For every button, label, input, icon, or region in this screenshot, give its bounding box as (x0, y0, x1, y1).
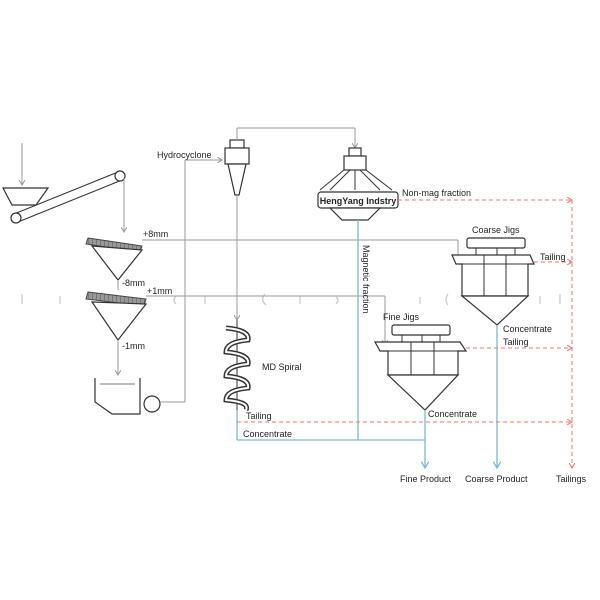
label-non-mag-fraction: Non-mag fraction (402, 188, 471, 198)
label-minus1mm: -1mm (122, 341, 145, 351)
label-coarse-concentrate: Concentrate (503, 324, 552, 334)
hydrocyclone (224, 127, 355, 320)
screen-8mm (85, 237, 458, 290)
label-md-spiral: MD Spiral (262, 362, 302, 372)
label-fine-jigs: Fine Jigs (383, 312, 420, 322)
label-fine-tailing: Tailing (503, 337, 529, 347)
label-spiral-tailing: Tailing (246, 411, 272, 421)
label-plus1mm: +1mm (147, 286, 172, 296)
label-coarse-product: Coarse Product (465, 474, 528, 484)
label-spiral-concentrate: Concentrate (243, 429, 292, 439)
label-fine-concentrate: Concentrate (428, 409, 477, 419)
label-coarse-jigs: Coarse Jigs (472, 225, 520, 235)
fine-jigs (373, 324, 468, 411)
label-tailings: Tailings (556, 474, 587, 484)
label-hydrocyclone: Hydrocyclone (157, 150, 212, 160)
screen-1mm (85, 291, 385, 375)
md-spiral (223, 320, 251, 412)
label-coarse-tailing: Tailing (540, 252, 566, 262)
feed-hopper (2, 143, 50, 206)
sump-pump (94, 160, 222, 415)
label-minus8mm: -8mm (122, 278, 145, 288)
label-plus8mm: +8mm (143, 229, 168, 239)
brand-label: HengYang Indstry (320, 196, 397, 206)
magnetic-separator (317, 147, 399, 221)
label-fine-product: Fine Product (400, 474, 452, 484)
belt-conveyor (10, 170, 125, 232)
coarse-jigs (451, 237, 535, 326)
label-magnetic-fraction: Magnetic fraction (361, 245, 371, 314)
